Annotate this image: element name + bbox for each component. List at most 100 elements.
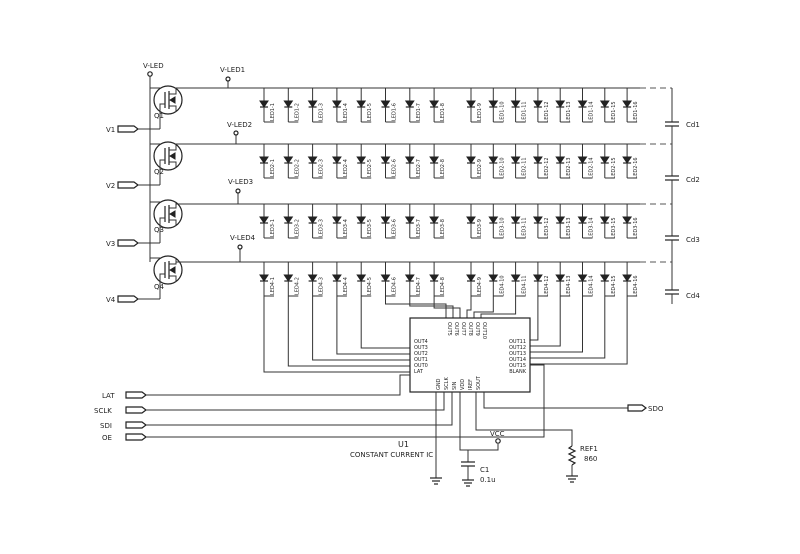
led-label: LED2-5 — [367, 159, 373, 177]
ic-pin-labels: OUT4OUT3OUT2OUT1OUT0LATOUT11OUT12OUT13OU… — [414, 322, 527, 390]
mosfet-q4 — [150, 255, 184, 299]
led-2-5: LED2-5 — [356, 144, 373, 179]
led-2-14: LED2-14 — [577, 144, 595, 179]
led-2-16: LED2-16 — [622, 144, 639, 179]
led-4-5: LED4-5 — [356, 262, 373, 297]
vled3-label: V-LED3 — [228, 178, 253, 186]
ic-pin-top: OUT10 — [481, 322, 487, 339]
led-label: LED3-12 — [544, 217, 550, 238]
constant-current-ic: OUT4OUT3OUT2OUT1OUT0LATOUT11OUT12OUT13OU… — [350, 317, 531, 459]
led-label: LED2-8 — [440, 159, 446, 177]
sclk-input-port[interactable] — [125, 406, 147, 414]
v1-label: V1 — [106, 126, 115, 134]
led-4-8: LED4-8 — [429, 262, 446, 297]
led-label: LED4-2 — [294, 277, 300, 295]
led-1-16: LED1-16 — [622, 88, 639, 123]
ic-pin-right: OUT15 — [509, 363, 526, 369]
led-3-8: LED3-8 — [429, 204, 446, 239]
row-capacitors: Cd1 Cd2 Cd3 Cd4 — [665, 88, 700, 304]
ic-pin-left: OUT1 — [414, 357, 428, 363]
led-label: LED2-9 — [477, 159, 483, 177]
led-label: LED3-10 — [499, 217, 505, 238]
led-label: LED2-3 — [319, 159, 325, 177]
ic-pin-bottom: SIN — [452, 381, 458, 390]
led-2-7: LED2-7 — [404, 144, 422, 179]
led-3-15: LED3-15 — [599, 204, 617, 239]
led-3-1: LED3-1 — [259, 204, 276, 239]
led-1-9: LED1-9 — [466, 88, 483, 123]
lat-input-port[interactable] — [125, 391, 147, 399]
oe-input-port[interactable] — [125, 433, 147, 441]
led-label: LED4-15 — [611, 275, 617, 296]
sclk-label: SCLK — [94, 407, 112, 415]
lat-label: LAT — [102, 392, 115, 400]
led-label: LED1-14 — [589, 101, 595, 122]
vcc-label: VCC — [490, 430, 505, 438]
column-bus — [312, 296, 410, 361]
column-bus — [409, 296, 454, 318]
column-bus — [530, 296, 561, 347]
vled-terminal — [147, 71, 153, 77]
led-4-14: LED4-14 — [577, 262, 595, 297]
led-2-9: LED2-9 — [466, 144, 483, 179]
sdo-output-port[interactable] — [627, 404, 647, 412]
transistor-group — [150, 85, 184, 299]
led-label: LED2-7 — [416, 159, 422, 177]
ic-pin-right: OUT14 — [509, 357, 526, 363]
column-bus — [530, 296, 606, 359]
gate-inputs: V1 V2 V3 V4 — [106, 125, 160, 304]
ic-ref: U1 — [398, 440, 409, 449]
led-2-4: LED2-4 — [331, 144, 349, 179]
led-1-14: LED1-14 — [577, 88, 595, 123]
column-bus — [473, 296, 494, 318]
column-bus — [530, 296, 583, 353]
ic-pin-bottom: IREF — [468, 379, 474, 390]
power-section: VCC C1 0.1u REF1 860 — [430, 392, 598, 487]
vled4-label: V-LED4 — [230, 234, 256, 242]
led-label: LED1-15 — [611, 101, 617, 122]
ref1-label: REF1 — [580, 445, 598, 453]
led-1-3: LED1-3 — [307, 88, 325, 123]
led-label: LED2-13 — [566, 157, 572, 178]
led-label: LED1-2 — [294, 103, 300, 121]
led-2-12: LED2-12 — [532, 144, 550, 179]
ic-pin-top: OUT8 — [467, 322, 473, 336]
ground-symbol — [430, 477, 442, 485]
ic-pin-left: OUT4 — [414, 339, 428, 345]
led-label: LED3-6 — [392, 219, 398, 237]
led-4-12: LED4-12 — [532, 262, 550, 297]
led-2-10: LED2-10 — [488, 144, 505, 179]
led-4-15: LED4-15 — [599, 262, 617, 297]
v3-input-port[interactable] — [117, 239, 139, 247]
led-label: LED1-10 — [499, 101, 505, 122]
led-label: LED1-9 — [477, 103, 483, 121]
led-3-6: LED3-6 — [380, 204, 398, 239]
column-bus — [530, 296, 628, 365]
led-label: LED1-1 — [270, 103, 276, 121]
v4-input-port[interactable] — [117, 295, 139, 303]
led-label: LED3-1 — [270, 219, 276, 237]
column-bus — [480, 296, 517, 318]
led-label: LED3-5 — [367, 219, 373, 237]
led-label: LED1-5 — [367, 103, 373, 121]
led-label: LED4-13 — [566, 275, 572, 296]
v1-input-port[interactable] — [117, 125, 139, 133]
ic-pin-left: OUT3 — [414, 345, 428, 351]
q2-label: Q2 — [154, 168, 164, 176]
led-1-5: LED1-5 — [356, 88, 373, 123]
led-3-9: LED3-9 — [466, 204, 483, 239]
v2-input-port[interactable] — [117, 181, 139, 189]
vled-label: V-LED — [143, 62, 164, 70]
led-label: LED3-7 — [416, 219, 422, 237]
ic-pin-left: OUT0 — [414, 363, 428, 369]
cd4-label: Cd4 — [686, 292, 700, 300]
led-label: LED1-16 — [633, 101, 639, 122]
sdi-input-port[interactable] — [125, 421, 147, 429]
led-label: LED4-6 — [392, 277, 398, 295]
ic-body — [409, 317, 531, 393]
led-4-9: LED4-9 — [466, 262, 483, 297]
column-bus — [336, 296, 410, 355]
q3-label: Q3 — [154, 226, 164, 234]
